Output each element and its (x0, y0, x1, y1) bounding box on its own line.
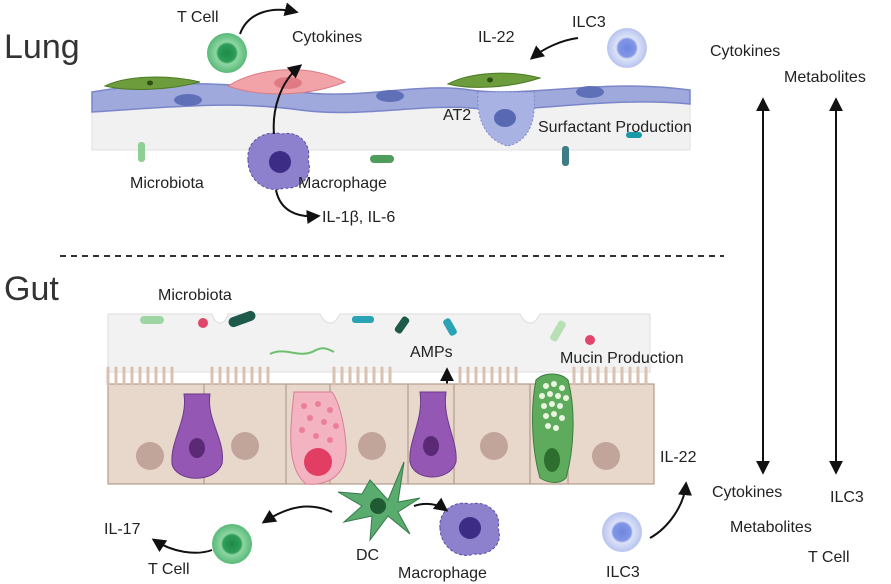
mucin-goblet-cell (532, 373, 574, 483)
microbe (394, 316, 410, 334)
gut-ilc3-label: ILC3 (606, 564, 640, 581)
gut-macrophage-label: Macrophage (398, 565, 487, 582)
axis-bottom-metabolites: Metabolites (730, 519, 812, 536)
microbe (228, 310, 256, 328)
microbe (198, 318, 208, 328)
microbe (550, 320, 566, 342)
enterocyte-nucleus (480, 432, 508, 460)
goblet-cell (171, 393, 224, 479)
arrow-dc-macrophage (413, 497, 449, 512)
mucin-label: Mucin Production (560, 350, 684, 367)
lung-nucleus (376, 90, 404, 102)
microbe (138, 142, 145, 162)
gut-macrophage (439, 502, 500, 556)
surfactant-label: Surfactant Production (538, 119, 692, 136)
arrow-ilc3-il22 (529, 37, 579, 60)
gut-t-cell (212, 524, 252, 564)
at2-cell (477, 91, 535, 147)
fibroblast (446, 72, 542, 88)
lung-microbiota-label: Microbiota (130, 175, 204, 192)
mucus-layer (107, 313, 651, 373)
microbe (352, 316, 374, 323)
lung-il22-label: IL-22 (478, 29, 515, 46)
axis-bottom-cytokines: Cytokines (712, 484, 782, 501)
il1b-il6-label: IL-1β, IL-6 (322, 209, 395, 226)
lung-cytokines-label: Cytokines (292, 29, 362, 46)
axis-bottom-ilc3: ILC3 (830, 489, 864, 506)
microbe-filament (269, 347, 335, 355)
microbe (626, 132, 642, 138)
lung-t-cell (207, 33, 247, 73)
lung-macrophage-label: Macrophage (298, 175, 387, 192)
microbe (443, 318, 457, 336)
arrow-macrophage-cytokines (272, 64, 303, 135)
microbe (370, 155, 394, 163)
dc-label: DC (356, 547, 379, 564)
lung-t-cell-label: T Cell (177, 9, 219, 26)
lung-macrophage (247, 132, 310, 190)
gut-ilc3 (602, 512, 642, 552)
lung-title: Lung (4, 28, 80, 66)
arrow-tcell-il17 (151, 538, 213, 554)
enterocyte-nucleus (231, 432, 259, 460)
microbe (562, 146, 569, 166)
gut-t-cell-label: T Cell (148, 561, 190, 578)
microbe (140, 316, 164, 324)
microbe (585, 335, 595, 345)
arrow-tcell-cytokines (239, 2, 299, 35)
axis-top-metabolites: Metabolites (784, 69, 866, 86)
lung-nucleus (576, 86, 604, 98)
lung-ilc3-label: ILC3 (572, 14, 606, 31)
lung-nucleus (174, 94, 202, 106)
axis-bottom-tcell: T Cell (808, 549, 850, 566)
enterocyte-nucleus (592, 442, 620, 470)
gut-il22-label: IL-22 (660, 449, 697, 466)
axis-top-cytokines: Cytokines (710, 43, 780, 60)
mucin-granules (539, 381, 569, 431)
gut-title: Gut (4, 270, 59, 308)
lung-ilc3 (607, 28, 647, 68)
enterocyte-nucleus (136, 442, 164, 470)
dendritic-cell (337, 461, 421, 542)
goblet-cell (409, 391, 457, 478)
at2-label: AT2 (443, 107, 471, 124)
arrow-macrophage-il1b (275, 189, 321, 224)
amps-label: AMPs (410, 344, 453, 361)
arrow-ilc3-il22 (649, 481, 692, 539)
gut-microbiota-label: Microbiota (158, 287, 232, 304)
enterocyte-nucleus (358, 432, 386, 460)
il17-label: IL-17 (104, 521, 141, 538)
paneth-nucleus (304, 448, 332, 476)
arrow-dc-tcell (261, 505, 333, 524)
paneth-granules (299, 401, 339, 443)
